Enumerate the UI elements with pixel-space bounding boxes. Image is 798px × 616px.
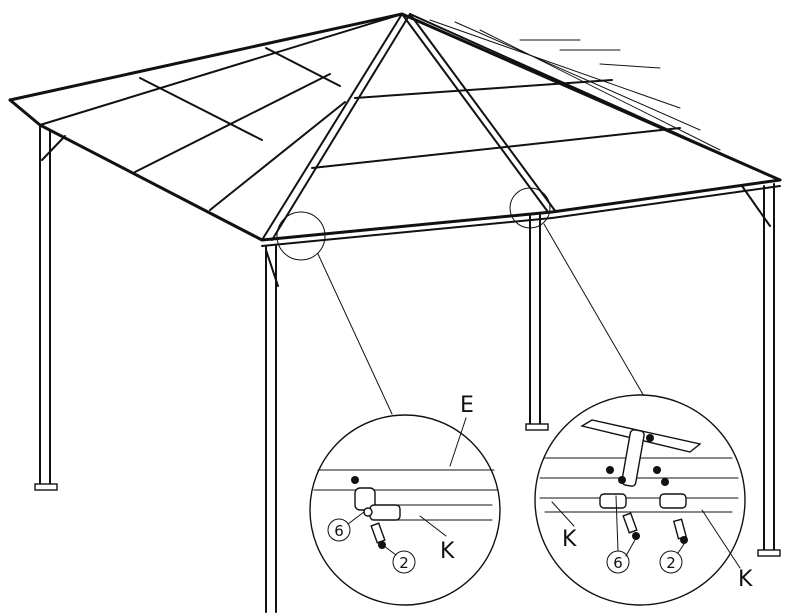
zoom-circle-right xyxy=(534,394,746,606)
zoom-left-bar-end xyxy=(369,504,401,521)
hip-rafter-right-2 xyxy=(409,13,557,213)
zoom-right-bolt-d xyxy=(661,478,669,486)
purlin-l4 xyxy=(209,101,346,211)
rib-r3 xyxy=(479,29,721,151)
hip-rafter-front xyxy=(261,13,403,241)
zoom-left-nut xyxy=(378,541,386,549)
zoom-circle-left xyxy=(309,414,501,606)
hip-rafter-right xyxy=(401,13,549,213)
zoom-right-nut-left xyxy=(632,532,640,540)
label-part-k-right-b: K xyxy=(738,567,753,592)
zoom-right-bolt-b xyxy=(618,476,626,484)
post-back-right-foot xyxy=(757,549,781,557)
zoom-detail-right: 6 2 K K xyxy=(534,394,753,606)
callout-2-right: 2 xyxy=(666,554,676,572)
zoom-right-bar-end-left xyxy=(599,493,627,509)
leader-line-right xyxy=(543,223,653,411)
zoom-left-bolt-top xyxy=(351,476,359,484)
rib-r1 xyxy=(429,19,681,109)
callout-2-left: 2 xyxy=(399,554,409,572)
label-k-left-leader xyxy=(419,515,447,537)
zoom-right-bolt-c xyxy=(653,466,661,474)
label-k-right-a-leader xyxy=(551,501,575,527)
hip-rafter-back-right xyxy=(409,13,781,181)
label-e-leader xyxy=(449,417,467,467)
callout-6-left: 6 xyxy=(334,522,344,540)
hip-rafter-front-2 xyxy=(271,13,411,241)
post-back-left-foot xyxy=(34,483,58,491)
callout-6-left-circle xyxy=(327,518,351,542)
purlin-l2 xyxy=(265,47,341,87)
callout-6-right-leader-2 xyxy=(625,537,637,557)
roof-eave-lower xyxy=(261,217,553,247)
brace-back-right xyxy=(741,185,771,227)
rib-r2 xyxy=(454,21,701,131)
zoom-detail-left: 6 2 E K xyxy=(309,393,501,606)
label-part-k-right-a: K xyxy=(562,527,577,552)
zoom-left-bolt-ring xyxy=(363,507,373,517)
detail-marker-left xyxy=(276,211,326,261)
zoom-right-nut-right xyxy=(680,536,688,544)
purlin-l3 xyxy=(134,73,331,173)
callout-2-left-circle xyxy=(392,550,416,574)
zoom-right-plate-bolt xyxy=(646,434,654,442)
purlin-l1 xyxy=(139,77,263,141)
roof-left-eave xyxy=(8,98,42,127)
roof xyxy=(8,12,782,247)
purlin-f1 xyxy=(311,127,681,169)
zoom-right-bolt-a xyxy=(606,466,614,474)
hip-rafter-back-left xyxy=(39,13,403,126)
leader-line-left xyxy=(317,253,393,415)
callout-2-right-circle xyxy=(659,550,683,574)
zoom-right-screw-left xyxy=(622,512,638,534)
purlin-f2 xyxy=(354,79,613,99)
callout-2-right-leader xyxy=(677,543,685,554)
callout-6-right-leader xyxy=(615,495,619,552)
brace-back-left xyxy=(41,135,66,161)
callout-2-left-leader xyxy=(383,545,397,556)
roof-front-eave xyxy=(38,123,782,242)
zoom-right-plate xyxy=(621,429,645,487)
rib-r6 xyxy=(599,63,661,69)
post-front-right-foot xyxy=(525,423,549,431)
callout-6-right: 6 xyxy=(613,554,623,572)
brace-front-left xyxy=(265,249,279,287)
roof-eave-lower-right xyxy=(551,185,781,219)
callout-6-left-leader xyxy=(347,511,365,525)
posts xyxy=(34,124,781,613)
label-part-k-left: K xyxy=(440,539,455,564)
detail-marker-right xyxy=(509,187,551,229)
zoom-right-bar-end-right xyxy=(659,493,687,509)
label-k-right-b-leader xyxy=(701,509,741,569)
label-part-e: E xyxy=(460,393,474,418)
